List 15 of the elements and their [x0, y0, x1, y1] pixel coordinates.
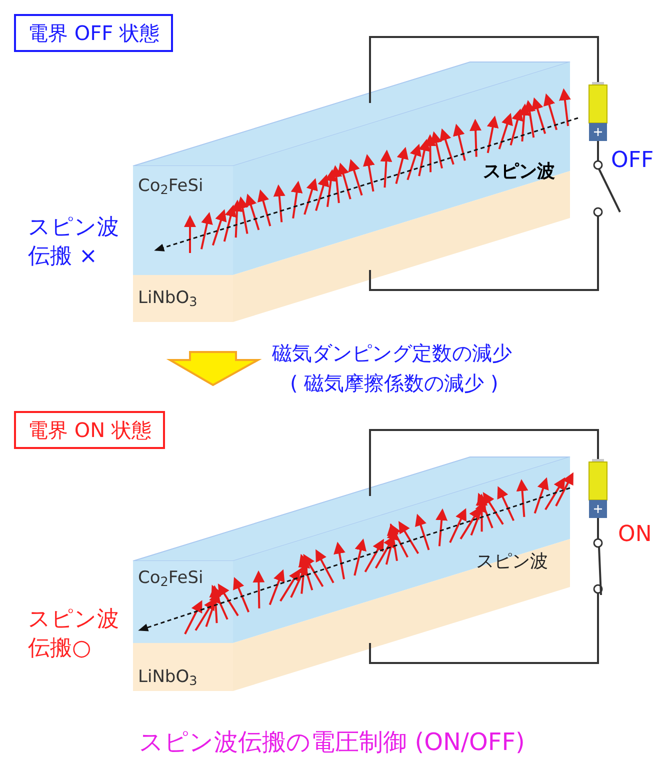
material-label: Co$_{2}$FeSi — [138, 567, 204, 592]
wave-label: スピン波 — [476, 550, 548, 574]
propagation-label: スピン波伝搬 × — [28, 214, 120, 271]
caption: スピン波伝搬の電圧制御 (ON/OFF) — [138, 727, 526, 758]
state-box: 電界 ON 状態 — [14, 411, 166, 449]
effect-label: 磁気ダンピング定数の減少 — [272, 340, 512, 367]
wave-label: スピン波 — [483, 160, 555, 184]
effect-note: ( 磁気摩擦係数の減少 ) — [290, 370, 498, 397]
switch-state-label: OFF — [611, 147, 654, 175]
state-box: 電界 OFF 状態 — [14, 14, 174, 52]
propagation-label: スピン波伝搬○ — [28, 606, 120, 663]
substrate-label: LiNbO$_{3}$ — [138, 287, 198, 312]
substrate-label: LiNbO$_{3}$ — [138, 666, 198, 690]
switch-state-label: ON — [618, 521, 652, 549]
material-label: Co$_{2}$FeSi — [138, 175, 204, 200]
